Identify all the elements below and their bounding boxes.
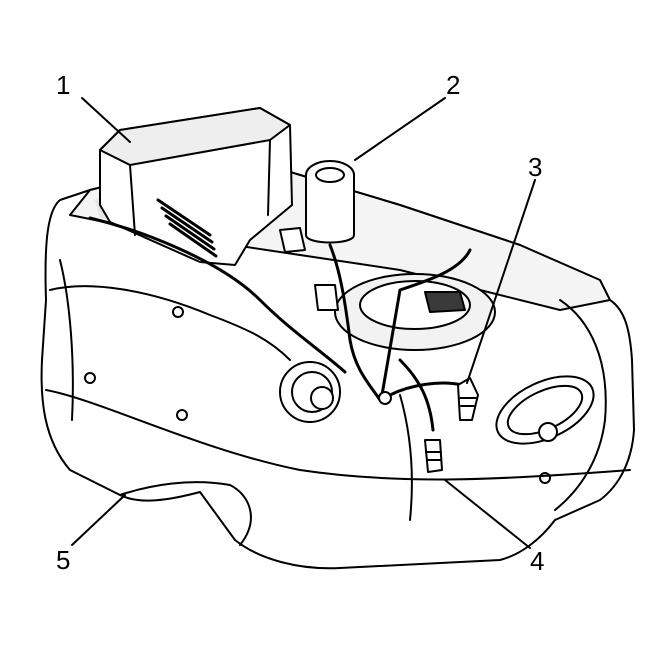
- tank-contour-upper: [49, 285, 291, 361]
- fuel-line: [88, 216, 347, 374]
- leader-line-2: [354, 97, 446, 161]
- top-fitting: [314, 284, 339, 311]
- tank-contour-bottom: [119, 481, 252, 546]
- leader-line-1: [81, 97, 131, 143]
- leader-line-5: [71, 494, 126, 546]
- callout-1: 1: [56, 70, 71, 100]
- return-line: [398, 358, 435, 432]
- leader-line-3: [466, 179, 536, 384]
- feed-line: [388, 381, 464, 397]
- tank-contour-lower: [45, 389, 631, 481]
- callout-4: 4: [530, 546, 545, 576]
- connector-bands: [425, 397, 477, 461]
- vapor-line: [328, 243, 382, 402]
- line-clip: [378, 391, 392, 405]
- fuel-pump-connector: [424, 291, 466, 313]
- tank-contour-right: [554, 299, 607, 511]
- vapor-line-2: [380, 248, 472, 397]
- tank-contour-side: [399, 394, 413, 521]
- callout-3: 3: [528, 152, 543, 182]
- mount-hole: [539, 472, 551, 484]
- mount-hole: [172, 306, 184, 318]
- leader-line-4: [444, 479, 531, 549]
- evap-quick-connector: [424, 439, 443, 473]
- callout-2: 2: [446, 70, 461, 100]
- mount-hole: [176, 409, 188, 421]
- vent-valve-body: [305, 174, 355, 244]
- vent-valve-inner: [315, 167, 345, 183]
- tank-contour-left: [59, 259, 74, 421]
- mount-hole: [84, 372, 96, 384]
- evap-canister-ribs: [156, 198, 218, 258]
- evap-canister-edge: [129, 139, 271, 236]
- access-cap: [538, 422, 558, 442]
- filler-neck-inner: [310, 386, 334, 410]
- top-fitting: [279, 227, 306, 253]
- callout-5: 5: [56, 545, 71, 575]
